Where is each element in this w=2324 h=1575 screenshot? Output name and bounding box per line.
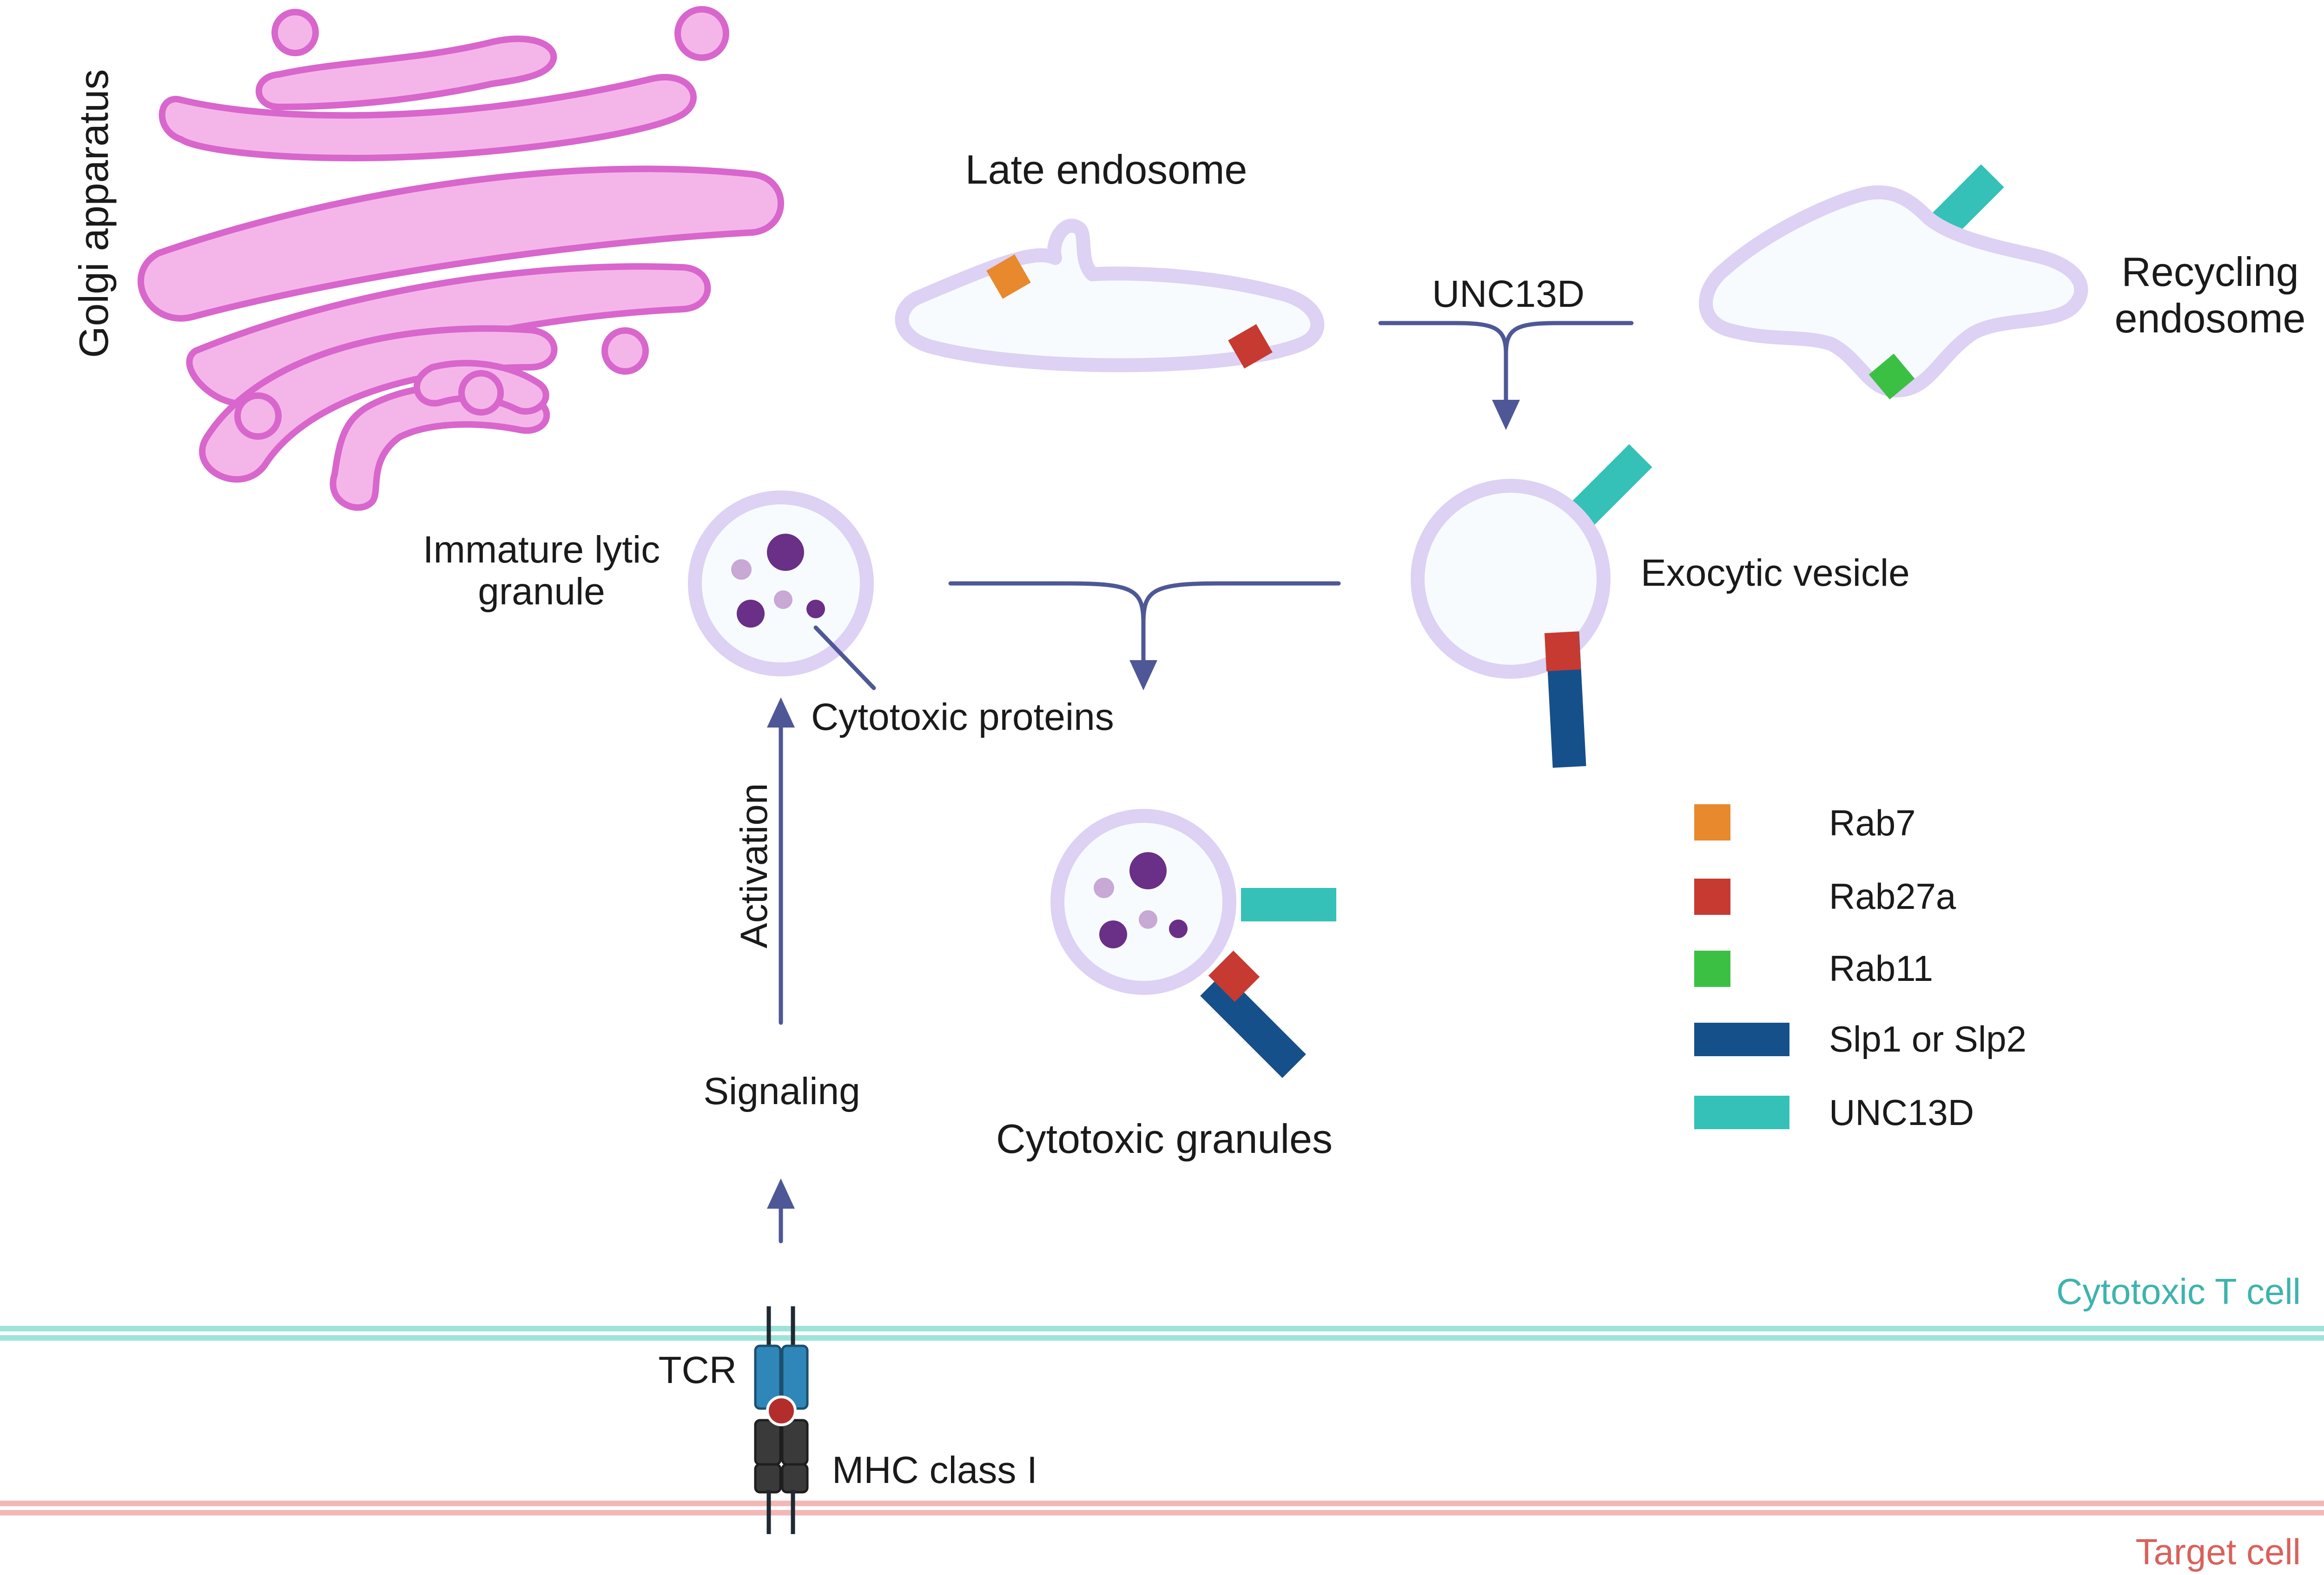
recycling-endosome-label-1: Recycling bbox=[2121, 249, 2298, 295]
target-cell-label: Target cell bbox=[2136, 1531, 2301, 1572]
cytotoxic-protein bbox=[1139, 910, 1157, 929]
legend: Rab7 Rab27a Rab11 Slp1 or Slp2 UNC13D bbox=[1694, 802, 2027, 1133]
golgi-cisterna bbox=[158, 74, 697, 161]
antigen-peptide bbox=[766, 1396, 797, 1426]
rab27a-marker bbox=[1228, 324, 1273, 369]
activation-label: Activation bbox=[733, 783, 775, 948]
legend-label-unc13d: UNC13D bbox=[1829, 1092, 1974, 1133]
immature-granule-label-1: Immature lytic bbox=[423, 529, 660, 571]
unc13d-merge-arrow bbox=[1378, 321, 1634, 407]
legend-swatch-rab27a bbox=[1694, 879, 1730, 915]
golgi-cisterna bbox=[137, 165, 784, 322]
rab27a-marker bbox=[1544, 631, 1581, 671]
golgi-vesicle bbox=[458, 370, 504, 416]
slp-marker bbox=[1200, 972, 1306, 1078]
legend-label-rab11: Rab11 bbox=[1829, 948, 1933, 989]
golgi-vesicle bbox=[601, 327, 649, 375]
rab27a-marker bbox=[1208, 950, 1260, 1002]
immature-granule-label-2: granule bbox=[478, 570, 605, 613]
exocytic-vesicle bbox=[1411, 444, 1652, 768]
cytotoxic-granule bbox=[1050, 809, 1336, 1078]
tcr-mhc-complex bbox=[754, 1306, 809, 1534]
cytotoxic-protein bbox=[737, 600, 765, 628]
cytotoxic-protein bbox=[806, 600, 825, 618]
golgi-apparatus bbox=[137, 6, 784, 511]
t-cell-membrane bbox=[0, 1326, 2324, 1341]
cytotoxic-proteins-pointer bbox=[813, 625, 876, 690]
signaling-label: Signaling bbox=[703, 1070, 860, 1112]
cytotoxic-protein bbox=[774, 590, 792, 609]
rab7-marker bbox=[986, 254, 1031, 299]
t-cell-label: Cytotoxic T cell bbox=[2056, 1271, 2301, 1312]
cytotoxic-granules-label: Cytotoxic granules bbox=[996, 1116, 1333, 1162]
recycling-endosome-label-2: endosome bbox=[2115, 295, 2306, 341]
cytotoxic-protein bbox=[1129, 852, 1167, 889]
golgi-vesicle bbox=[271, 9, 319, 56]
mhc-class-i bbox=[781, 1463, 809, 1494]
cytotoxic-protein bbox=[1169, 920, 1188, 938]
granule-merge-arrow-head bbox=[1129, 660, 1157, 690]
legend-label-slp: Slp1 or Slp2 bbox=[1829, 1019, 2027, 1059]
legend-swatch-rab11 bbox=[1694, 951, 1730, 987]
signaling-arrow-head bbox=[767, 1178, 795, 1209]
golgi-vesicle bbox=[674, 6, 729, 61]
unc13d-arrow-head bbox=[1492, 400, 1520, 430]
golgi-label: Golgi apparatus bbox=[71, 69, 117, 358]
granule-merge-arrow bbox=[948, 581, 1341, 662]
tcr-label: TCR bbox=[658, 1349, 737, 1391]
late-endosome bbox=[895, 218, 1325, 372]
cytotoxic-protein bbox=[1094, 878, 1114, 898]
exocytic-vesicle-label: Exocytic vesicle bbox=[1641, 552, 1910, 594]
mhc-label: MHC class I bbox=[832, 1449, 1037, 1491]
legend-swatch-unc13d bbox=[1694, 1096, 1789, 1129]
legend-label-rab7: Rab7 bbox=[1829, 802, 1915, 843]
cytotoxic-protein bbox=[767, 534, 804, 571]
recycling-endosome bbox=[1699, 164, 2088, 400]
mhc-class-i bbox=[781, 1419, 809, 1466]
unc13d-arrow-label: UNC13D bbox=[1432, 273, 1585, 315]
golgi-cisterna bbox=[255, 35, 557, 110]
cytotoxic-proteins-label: Cytotoxic proteins bbox=[811, 696, 1114, 738]
unc13d-marker bbox=[1241, 888, 1336, 921]
mhc-class-i bbox=[754, 1463, 782, 1494]
late-endosome-label: Late endosome bbox=[965, 146, 1248, 192]
cytotoxic-protein bbox=[1099, 920, 1127, 948]
activation-arrow-head bbox=[767, 697, 795, 728]
golgi-vesicle bbox=[234, 392, 282, 440]
target-cell-membrane bbox=[0, 1501, 2324, 1515]
legend-swatch-slp bbox=[1694, 1023, 1789, 1056]
cytotoxic-protein bbox=[731, 559, 752, 580]
immature-lytic-granule bbox=[688, 490, 874, 676]
mhc-class-i bbox=[754, 1419, 782, 1466]
legend-swatch-rab7 bbox=[1694, 804, 1730, 840]
legend-label-rab27a: Rab27a bbox=[1829, 876, 1956, 917]
rab11-marker bbox=[1868, 353, 1915, 400]
